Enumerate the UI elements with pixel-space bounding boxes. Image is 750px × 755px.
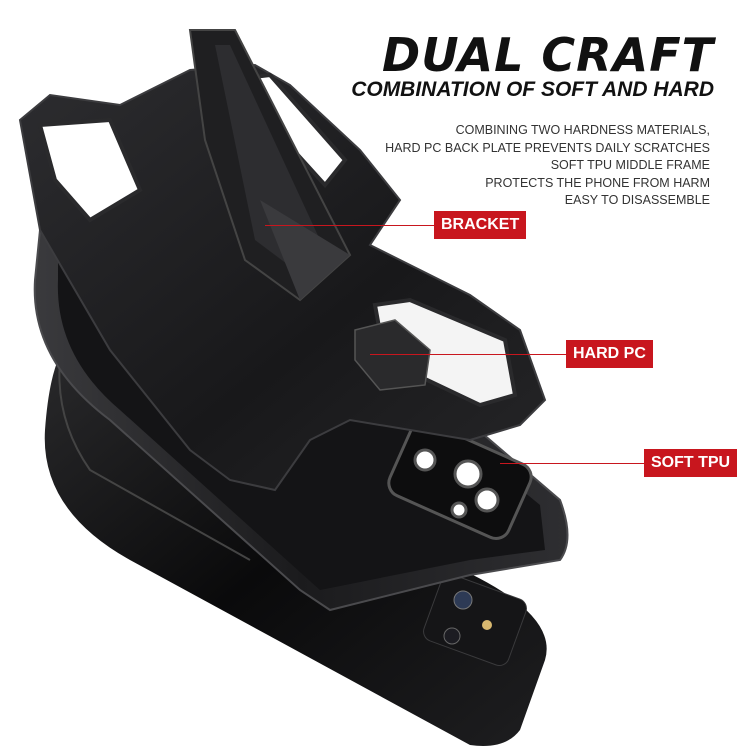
hard-pc-leader-line (370, 354, 566, 355)
bracket-leader-line (265, 225, 435, 226)
tpu-camera-cutout (387, 420, 533, 540)
description-line: EASY TO DISASSEMBLE (564, 193, 710, 208)
soft-tpu-callout: SOFT TPU (644, 449, 738, 477)
description-line: HARD PC BACK PLATE PREVENTS DAILY SCRATC… (385, 140, 710, 155)
description-line: COMBINING TWO HARDNESS MATERIALS, (455, 123, 710, 137)
page-subtitle: COMBINATION OF SOFT AND HARD (351, 78, 714, 101)
feature-description: COMBINING TWO HARDNESS MATERIALS, HARD P… (385, 122, 710, 210)
page-title: DUAL CRAFT (382, 28, 714, 82)
phone-camera (423, 574, 527, 666)
hard-pc-back-plate (18, 29, 547, 492)
description-line: SOFT TPU MIDDLE FRAME (550, 158, 710, 173)
hard-pc-callout: HARD PC (566, 340, 653, 368)
bracket-callout: BRACKET (434, 211, 527, 239)
description-line: PROTECTS THE PHONE FROM HARM (485, 175, 710, 190)
soft-tpu-leader-line (500, 463, 644, 464)
